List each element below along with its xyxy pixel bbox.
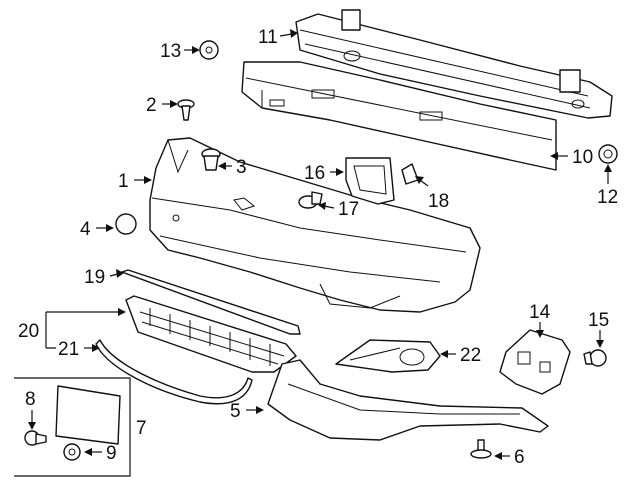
callout-4: 4 (80, 219, 91, 240)
lower-spoiler (267, 359, 549, 441)
callout-14: 14 (529, 302, 551, 323)
callout-2: 2 (146, 95, 157, 116)
callout-22: 22 (460, 345, 481, 366)
bumper-cover (149, 137, 481, 313)
callout-17: 17 (338, 199, 359, 220)
callout-8: 8 (25, 389, 36, 410)
callout-7: 7 (136, 418, 147, 439)
callout-20: 20 (18, 321, 39, 342)
fog-lamp-cover (335, 339, 441, 373)
lower-grille (125, 295, 297, 373)
callout-1: 1 (118, 171, 129, 192)
callout-18: 18 (428, 191, 449, 212)
fastener-2 (177, 99, 195, 121)
callout-10: 10 (572, 147, 593, 168)
fastener-8 (24, 430, 47, 446)
lower-grille-trim (95, 339, 253, 405)
fastener-9 (63, 443, 81, 461)
fastener-17 (298, 191, 323, 209)
fastener-6 (470, 439, 492, 459)
callout-19: 19 (84, 267, 105, 288)
callout-labels: 1 2 3 4 5 6 7 8 9 10 11 12 13 14 15 16 1… (18, 27, 618, 468)
callout-12: 12 (597, 187, 618, 208)
callout-3: 3 (236, 157, 247, 178)
fastener-12 (598, 144, 618, 164)
plug-4 (115, 213, 137, 235)
callout-11: 11 (258, 27, 278, 48)
mounting-bracket (499, 329, 571, 395)
fastener-15 (583, 349, 607, 367)
callout-16: 16 (304, 163, 325, 184)
clip-18 (401, 163, 419, 185)
callout-13: 13 (160, 41, 181, 62)
callout-15: 15 (588, 310, 609, 331)
fastener-13 (199, 40, 219, 60)
callout-9: 9 (106, 443, 117, 464)
energy-absorber (241, 61, 557, 171)
fastener-3 (201, 148, 221, 171)
impact-bar-upper (295, 9, 613, 119)
license-bracket-box (14, 377, 131, 477)
callout-5: 5 (230, 401, 241, 422)
callout-21: 21 (58, 339, 79, 360)
leader-lines (28, 29, 612, 460)
tow-hook-cover (345, 157, 395, 205)
callout-6: 6 (514, 447, 525, 468)
grille-strip (121, 269, 301, 335)
